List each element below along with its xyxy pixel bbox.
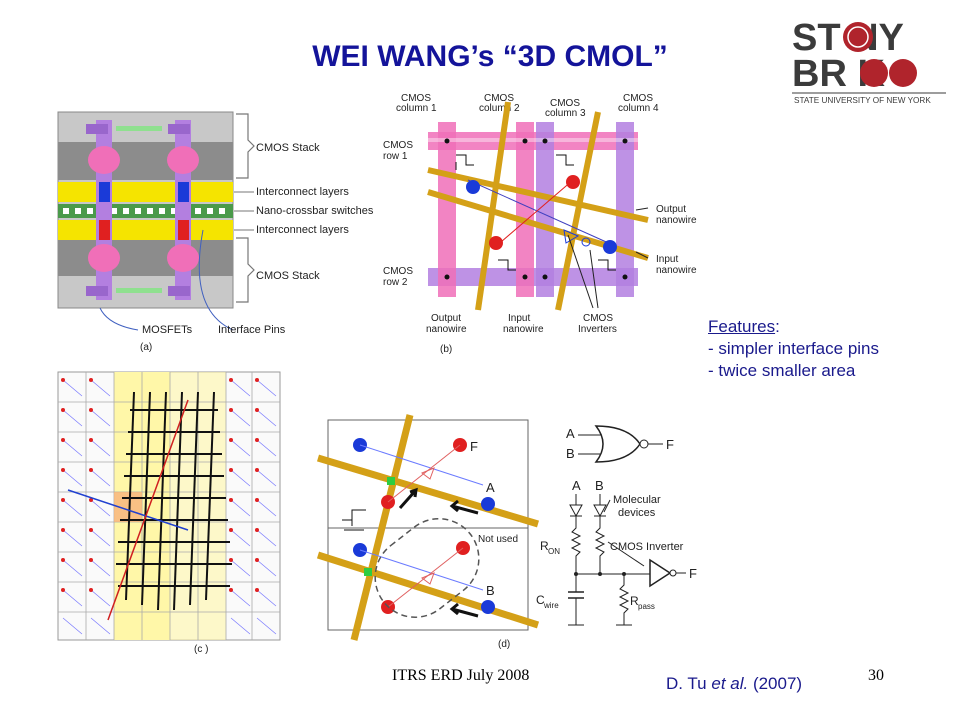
svg-text:CMOS: CMOS xyxy=(383,266,413,277)
svg-text:CMOS: CMOS xyxy=(623,93,653,104)
svg-text:nanowire: nanowire xyxy=(503,324,544,335)
dot-red-b1 xyxy=(566,175,580,189)
svg-text:F: F xyxy=(470,439,478,454)
svg-text:Molecular: Molecular xyxy=(613,494,661,506)
svg-text:R: R xyxy=(540,539,549,553)
mosfet-top-right xyxy=(167,146,199,174)
svg-text:CMOS: CMOS xyxy=(550,98,580,109)
features-heading: Features: xyxy=(708,317,780,336)
svg-text:column 1: column 1 xyxy=(396,103,437,114)
stony-brook-logo: ST NY BR K STATE UNIVERSITY OF NEW YORK xyxy=(792,17,946,105)
nor-gate-icon xyxy=(594,425,641,463)
interface-pin-blue xyxy=(99,182,110,202)
nano-crossbar-layer xyxy=(58,204,233,218)
svg-text:Input: Input xyxy=(508,313,530,324)
svg-text:pass: pass xyxy=(638,602,655,611)
caption-d: (d) xyxy=(498,639,510,650)
svg-text:nanowire: nanowire xyxy=(656,215,697,226)
panel-c: (c ) xyxy=(57,371,281,655)
label-interface-pins: Interface Pins xyxy=(218,324,286,336)
interface-pin-red-2 xyxy=(178,220,189,240)
interface-pin-red xyxy=(99,220,110,240)
panel-e-circuit: A B F A B Molecular devices R ON CMOS In… xyxy=(536,425,697,626)
svg-text:R: R xyxy=(630,594,639,608)
svg-text:CMOS Inverter: CMOS Inverter xyxy=(610,541,684,553)
svg-text:column 3: column 3 xyxy=(545,108,586,119)
caption-a: (a) xyxy=(140,342,152,353)
interconnect-layer-top xyxy=(58,182,233,202)
label-nano-crossbar: Nano-crossbar switches xyxy=(256,205,374,217)
dot-blue-d2 xyxy=(481,497,495,511)
panel-d: F A B Not used (d) xyxy=(316,414,540,650)
svg-text:CMOS: CMOS xyxy=(383,140,413,151)
svg-text:column 4: column 4 xyxy=(618,103,659,114)
dot-red-b2 xyxy=(489,236,503,250)
dot-blue-b1 xyxy=(466,180,480,194)
svg-text:row 2: row 2 xyxy=(383,277,408,288)
svg-text:A: A xyxy=(566,426,575,441)
label-cmos-stack-top: CMOS Stack xyxy=(256,142,320,154)
svg-text:row 1: row 1 xyxy=(383,151,408,162)
caption-c: (c ) xyxy=(194,644,208,655)
label-cmos-stack-bottom: CMOS Stack xyxy=(256,270,320,282)
svg-text:A: A xyxy=(572,478,581,493)
panel-a: CMOS Stack Interconnect layers Nano-cros… xyxy=(57,111,374,353)
dot-blue-d4 xyxy=(481,600,495,614)
panel-b: CMOS column 1 CMOS column 2 CMOS column … xyxy=(383,93,697,355)
logo-subtitle: STATE UNIVERSITY OF NEW YORK xyxy=(794,96,931,105)
svg-text:Inverters: Inverters xyxy=(578,324,617,335)
interface-pin-blue-2 xyxy=(178,182,189,202)
svg-text:B: B xyxy=(486,583,495,598)
svg-text:devices: devices xyxy=(618,507,656,519)
label-interconnect-bottom: Interconnect layers xyxy=(256,224,349,236)
svg-text:F: F xyxy=(666,437,674,452)
svg-text:B: B xyxy=(595,478,604,493)
slide-title: WEI WANG’s “3D CMOL” xyxy=(312,40,668,73)
citation: D. Tu et al. (2007) xyxy=(666,674,803,693)
svg-text:Input: Input xyxy=(656,254,678,265)
svg-text:CMOS: CMOS xyxy=(484,93,514,104)
page-number: 30 xyxy=(868,667,884,684)
cmol-figure: CMOS Stack Interconnect layers Nano-cros… xyxy=(38,80,718,655)
logo-seal-icon-3 xyxy=(889,59,917,87)
footer-text: ITRS ERD July 2008 xyxy=(392,667,530,684)
caption-b: (b) xyxy=(440,344,452,355)
feature-item: - twice smaller area xyxy=(708,361,856,380)
svg-text:C: C xyxy=(536,593,545,607)
svg-text:B: B xyxy=(566,446,575,461)
svg-text:F: F xyxy=(689,566,697,581)
inverter-icon xyxy=(649,558,672,588)
features-list: Features: - simpler interface pins - twi… xyxy=(708,316,879,382)
interconnect-layer-bottom xyxy=(58,220,233,240)
svg-text:CMOS: CMOS xyxy=(583,313,613,324)
mosfet-bottom-right xyxy=(167,244,199,272)
svg-text:Output: Output xyxy=(431,313,461,324)
svg-text:A: A xyxy=(486,480,495,495)
label-interconnect-top: Interconnect layers xyxy=(256,186,349,198)
svg-text:nanowire: nanowire xyxy=(656,265,697,276)
label-mosfets: MOSFETs xyxy=(142,324,193,336)
mosfet-bottom-left xyxy=(88,244,120,272)
svg-text:ON: ON xyxy=(548,547,560,556)
svg-text:column 2: column 2 xyxy=(479,103,520,114)
feature-item: - simpler interface pins xyxy=(708,339,880,358)
svg-text:CMOS: CMOS xyxy=(401,93,431,104)
logo-seal-icon-2 xyxy=(860,59,888,87)
dot-blue-b2 xyxy=(603,240,617,254)
svg-text:wire: wire xyxy=(543,601,559,610)
svg-text:Not used: Not used xyxy=(478,534,518,545)
svg-text:nanowire: nanowire xyxy=(426,324,467,335)
mosfet-top-left xyxy=(88,146,120,174)
svg-text:Output: Output xyxy=(656,204,686,215)
